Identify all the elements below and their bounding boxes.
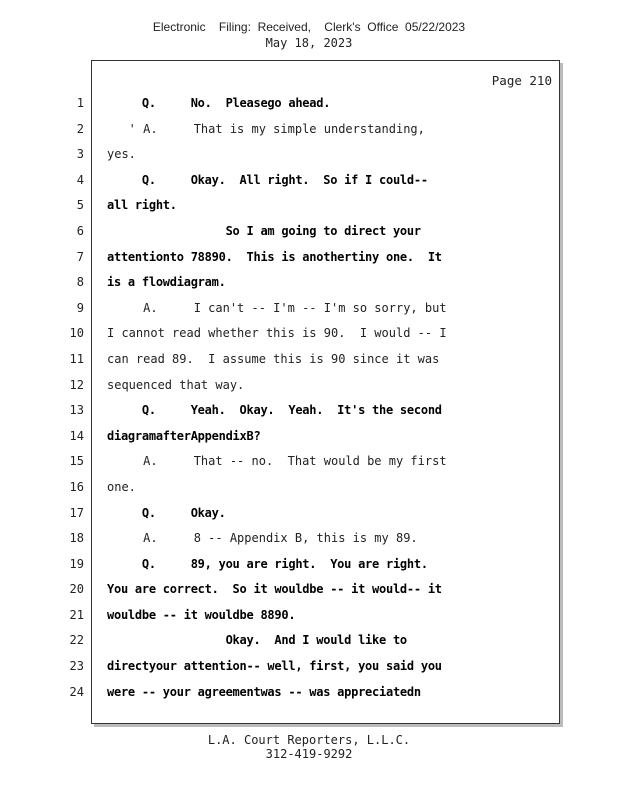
transcript-line: A. That -- no. That would be my first [107, 454, 447, 469]
footer: L.A. Court Reporters, L.L.C. 312-419-929… [0, 733, 618, 761]
transcript-frame [91, 60, 560, 724]
line-number: 3 [76, 147, 84, 162]
line-number: 7 [76, 249, 84, 264]
line-number: 11 [69, 351, 84, 366]
line-number: 19 [69, 556, 84, 571]
page-number: Page 210 [491, 73, 552, 88]
line-number: 5 [76, 198, 84, 213]
line-number: 21 [69, 607, 84, 622]
transcript-line: ' A. That is my simple understanding, [107, 121, 425, 136]
transcript-line: I cannot read whether this is 90. I woul… [107, 326, 447, 341]
line-number: 12 [69, 377, 84, 392]
line-number: 2 [76, 121, 84, 136]
line-number: 1 [76, 96, 84, 110]
reporter-phone: 312-419-9292 [265, 747, 353, 761]
transcript-line: sequenced that way. [107, 377, 245, 392]
deposition-date: May 18, 2023 [265, 36, 353, 50]
transcript-line: Q. No. Pleasego ahead. [107, 96, 331, 110]
line-number: 20 [69, 582, 84, 597]
transcript-line: can read 89. I assume this is 90 since i… [107, 351, 440, 366]
transcript-line: yes. [107, 147, 136, 162]
transcript-line: attentionto 78890. This is anothertiny o… [107, 249, 442, 264]
transcript-line: diagramafterAppendixB? [107, 428, 261, 443]
line-number: 16 [69, 479, 84, 494]
transcript-line: one. [107, 479, 136, 494]
transcript-line: A. I can't -- I'm -- I'm so sorry, but [107, 300, 447, 315]
transcript-line: Q. Okay. [107, 505, 226, 520]
line-number: 8 [76, 275, 84, 290]
line-number: 22 [69, 633, 84, 648]
line-number: 17 [69, 505, 84, 520]
line-number: 10 [69, 326, 84, 341]
line-number: 13 [69, 403, 84, 418]
transcript-line: Okay. And I would like to [107, 633, 408, 648]
transcript-line: all right. [107, 198, 177, 213]
line-number: 15 [69, 454, 84, 469]
line-number: 14 [69, 428, 84, 443]
reporter-company: L.A. Court Reporters, L.L.C. [207, 733, 411, 747]
line-number: 18 [69, 531, 84, 546]
transcript-line: were -- your agreementwas -- was appreci… [107, 684, 421, 699]
transcript-line: A. 8 -- Appendix B, this is my 89. [107, 531, 418, 546]
transcript-line: Q. Yeah. Okay. Yeah. It's the second [107, 403, 442, 418]
line-number: 24 [69, 684, 84, 699]
line-number: 23 [69, 659, 84, 674]
transcript-body: Q. No. Pleasego ahead. ' A. That is my s… [107, 95, 547, 709]
transcript-line: directyour attention-- well, first, you … [107, 659, 442, 674]
filing-stamp: Electronic Filing: Received, Clerk's Off… [152, 20, 466, 34]
line-number: 9 [76, 300, 84, 315]
transcript-line: So I am going to direct your [107, 223, 422, 238]
transcript-line: Q. Okay. All right. So if I could-- [107, 172, 428, 187]
transcript-line: is a flowdiagram. [107, 275, 226, 290]
line-number: 6 [76, 223, 84, 238]
line-number: 4 [76, 172, 84, 187]
transcript-line: wouldbe -- it wouldbe 8890. [107, 607, 296, 622]
transcript-line: Q. 89, you are right. You are right. [107, 556, 428, 571]
transcript-line: You are correct. So it wouldbe -- it wou… [107, 582, 442, 597]
